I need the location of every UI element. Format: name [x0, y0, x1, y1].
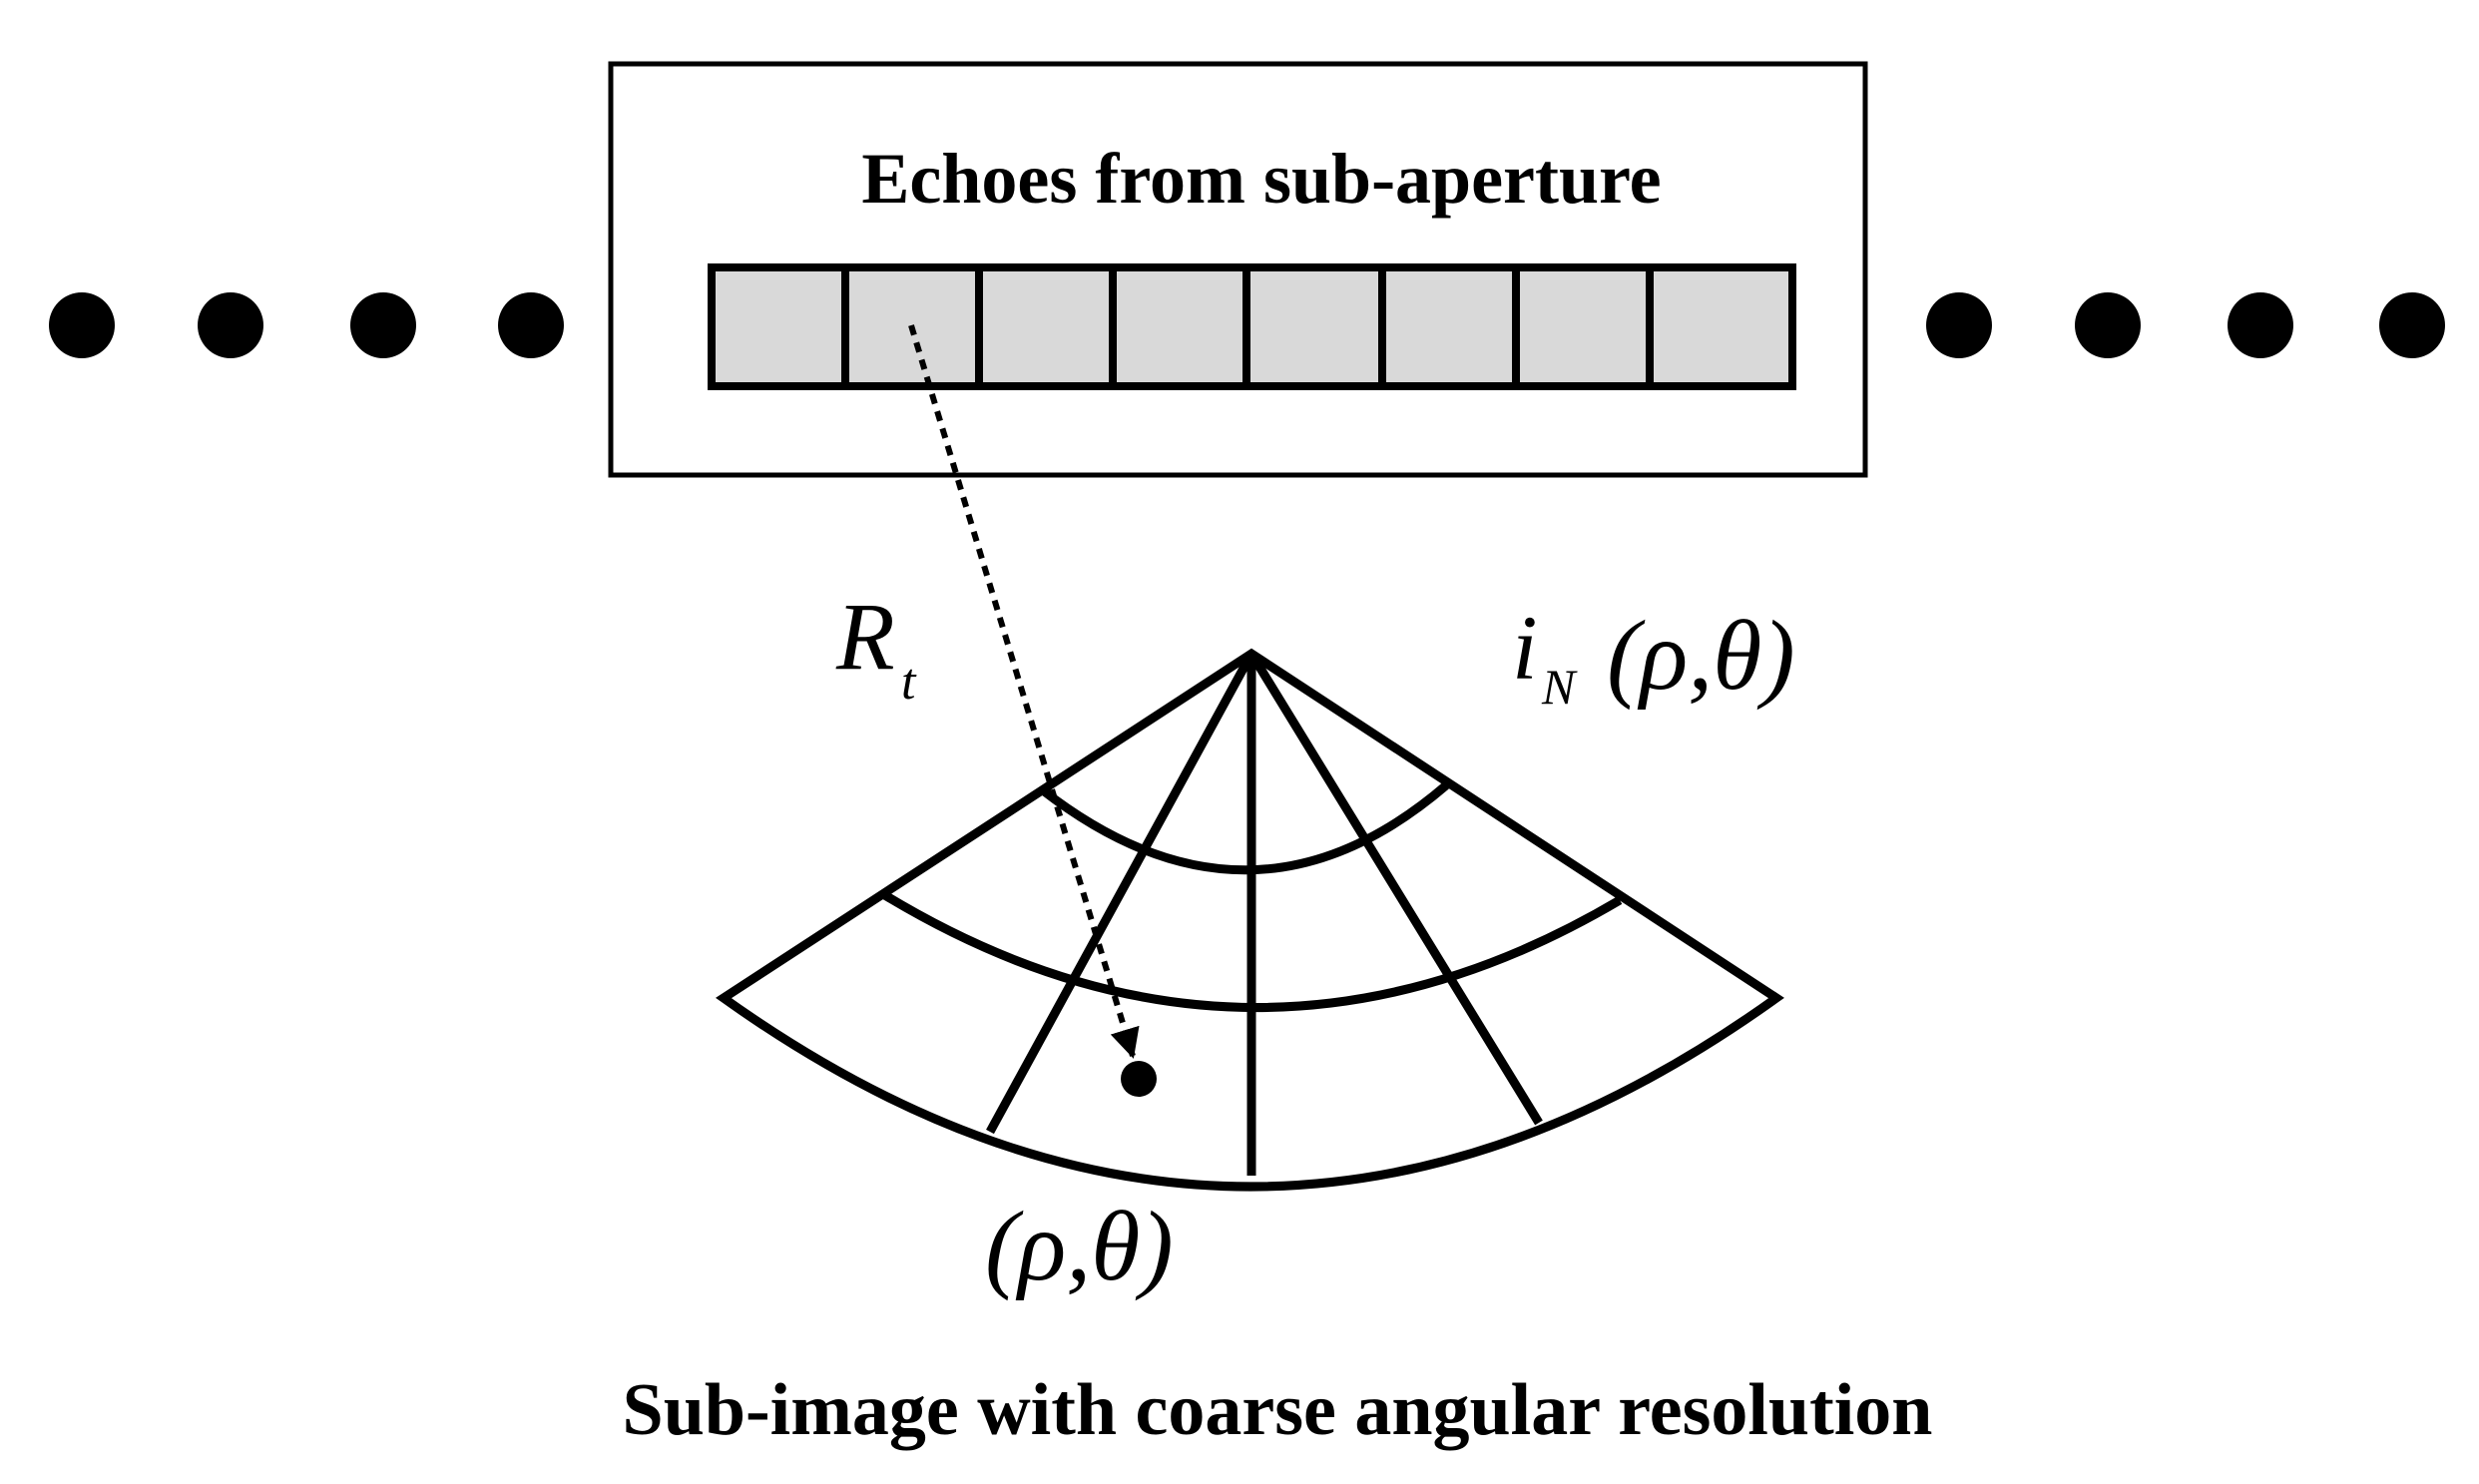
- ellipsis-dot: [2075, 292, 2141, 358]
- range-arrow: [908, 324, 1140, 1059]
- range-arc-1: [1040, 781, 1449, 875]
- ellipsis-dot: [49, 292, 115, 358]
- subimage-label: i N (ρ,θ): [1512, 597, 1795, 715]
- echo-cell: [1512, 263, 1654, 390]
- range-label-main: R: [835, 583, 895, 690]
- ellipsis-dot: [498, 292, 564, 358]
- subimage-label-main: i: [1512, 597, 1538, 699]
- ellipsis-dot: [2379, 292, 2445, 358]
- echo-cell: [975, 263, 1117, 390]
- box-title: Echoes from sub-aperture: [861, 139, 1661, 219]
- left-ellipsis-dots: [49, 292, 564, 358]
- figure-caption: Sub-image with coarse angular resolution: [623, 1369, 1933, 1451]
- echo-cell: [1646, 263, 1796, 390]
- echo-cell: [1242, 263, 1386, 390]
- range-label-subscript: t: [901, 654, 917, 711]
- right-ellipsis-dots: [1926, 292, 2445, 358]
- ellipsis-dot: [1926, 292, 1992, 358]
- range-label: R t: [835, 583, 917, 711]
- ellipsis-dot: [2228, 292, 2293, 358]
- ellipsis-dot: [198, 292, 263, 358]
- echo-cell: [708, 263, 849, 390]
- subimage-label-args: (ρ,θ): [1607, 600, 1795, 711]
- sector-outline: [716, 648, 1784, 1192]
- echo-array: [708, 263, 1796, 390]
- echo-cell: [1109, 263, 1250, 390]
- subimage-label-subscript: N: [1541, 659, 1578, 715]
- echo-cell: [1378, 263, 1520, 390]
- ellipsis-dot: [350, 292, 416, 358]
- polar-sector-grid: [716, 648, 1784, 1192]
- target-pixel-point: [1121, 1061, 1157, 1097]
- radial-line-3: [1247, 651, 1543, 1126]
- radial-line-1: [986, 651, 1255, 1135]
- pixel-coordinate-label: (ρ,θ): [985, 1191, 1174, 1301]
